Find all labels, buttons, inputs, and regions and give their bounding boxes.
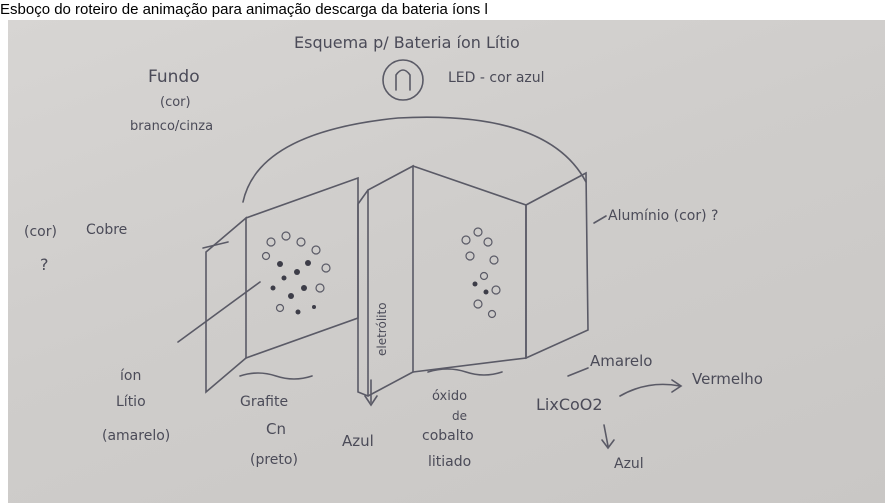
ion-arrow bbox=[178, 282, 260, 342]
oxido-label-2: de bbox=[452, 409, 467, 423]
wire-arc bbox=[243, 117, 586, 202]
ion-label-1: íon bbox=[120, 368, 141, 384]
copper-plate bbox=[206, 218, 246, 392]
fundo-label: Fundo bbox=[148, 67, 200, 87]
sketch-title: Esquema p/ Bateria íon Lítio bbox=[294, 33, 520, 52]
cobre-label: Cobre bbox=[86, 222, 127, 238]
formula-label: LixCoO2 bbox=[536, 395, 603, 414]
grafite-formula: Cn bbox=[266, 420, 286, 438]
oxido-label-1: óxido bbox=[432, 389, 467, 404]
oxido-label-3: cobalto bbox=[422, 428, 474, 444]
led-bulb-icon bbox=[383, 60, 423, 100]
battery-sketch: Esquema p/ Bateria íon Lítio LED - cor a… bbox=[8, 20, 885, 503]
fundo-value: branco/cinza bbox=[130, 119, 213, 134]
amarelo-label: Amarelo bbox=[590, 352, 652, 370]
aluminio-label: Alumínio (cor) ? bbox=[608, 208, 718, 224]
electrolyte-slab bbox=[358, 166, 413, 396]
azul-label-2: Azul bbox=[614, 456, 644, 472]
led-label: LED - cor azul bbox=[448, 70, 545, 86]
aluminium-plate bbox=[526, 173, 588, 358]
grafite-label: Grafite bbox=[240, 394, 288, 410]
cor-question: ? bbox=[40, 255, 49, 274]
ion-label-2: Lítio bbox=[116, 394, 146, 410]
azul-label-1: Azul bbox=[342, 432, 374, 450]
fundo-cor-label: (cor) bbox=[160, 95, 191, 110]
ion-label-3: (amarelo) bbox=[102, 428, 170, 444]
eletrolito-label: eletrólito bbox=[375, 302, 389, 356]
vermelho-label: Vermelho bbox=[692, 370, 763, 388]
caption-text: Esboço do roteiro de animação para anima… bbox=[0, 1, 488, 18]
cor-label: (cor) bbox=[24, 224, 57, 240]
grafite-color: (preto) bbox=[250, 452, 298, 468]
figure-caption: Esboço do roteiro de animação para anima… bbox=[0, 0, 885, 20]
oxido-label-4: litiado bbox=[428, 454, 471, 470]
